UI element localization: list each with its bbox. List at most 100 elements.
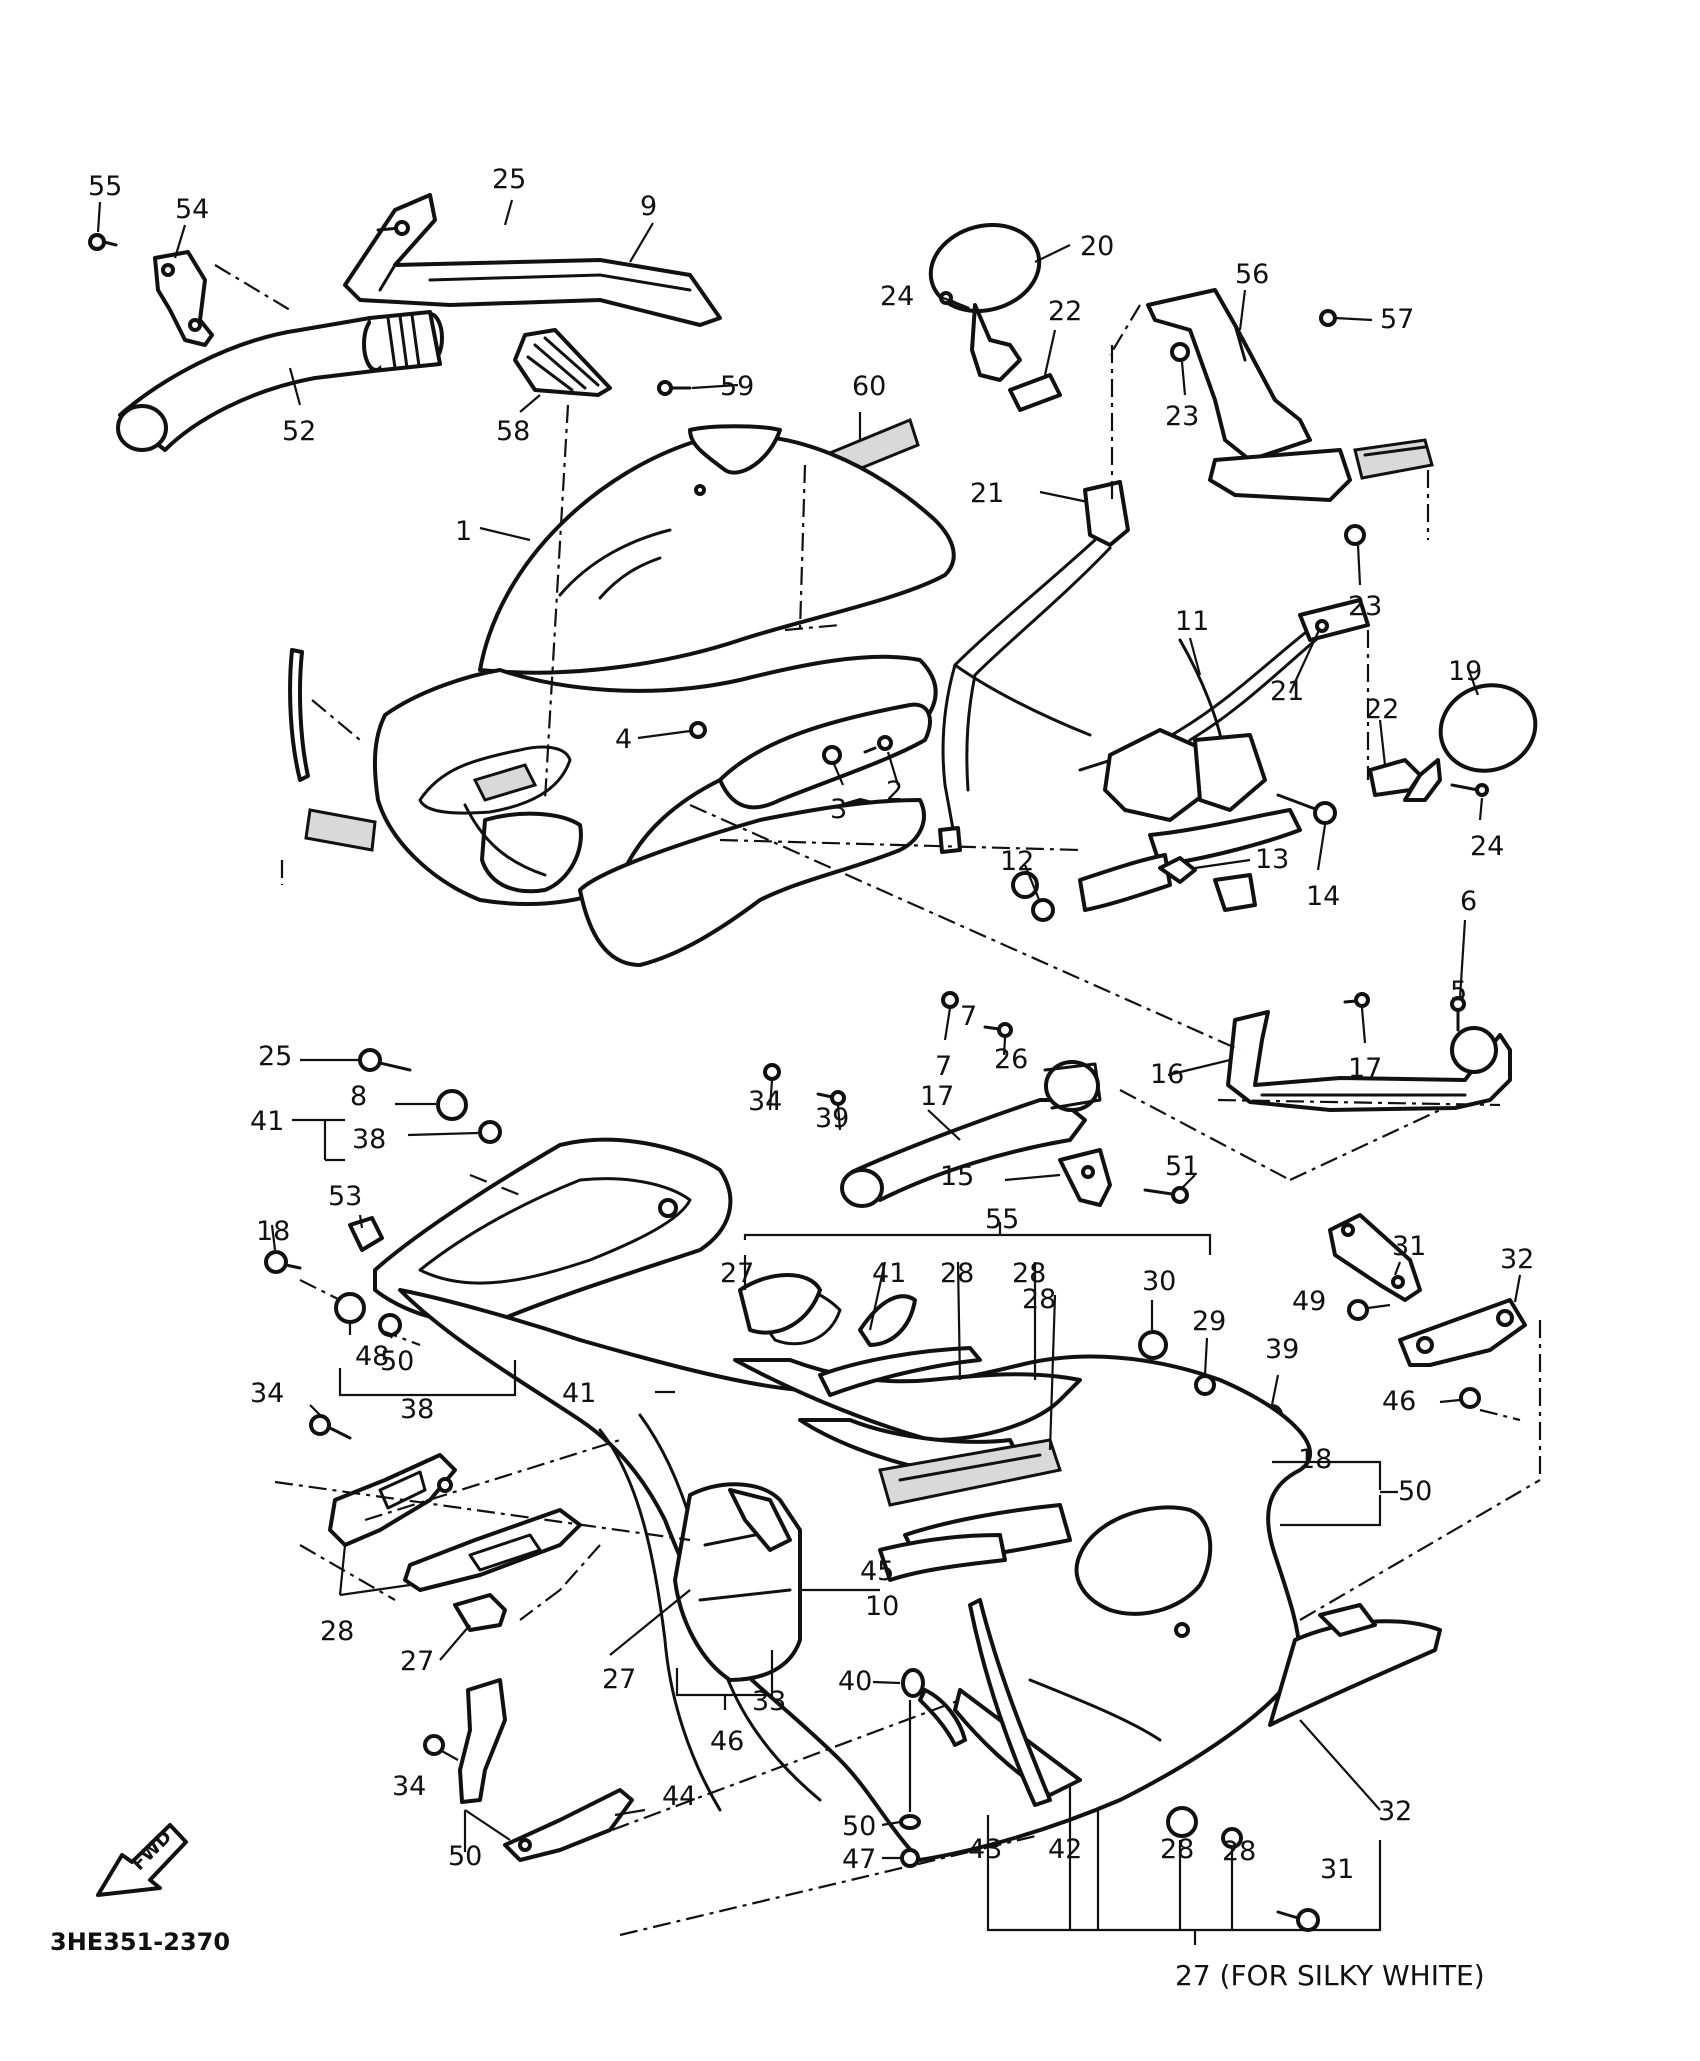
- part-48-bracket: [1398, 1298, 1527, 1367]
- part-52-air-duct: [116, 310, 444, 452]
- part-21-stay: [1083, 480, 1130, 547]
- part-10-bracket: [453, 1593, 507, 1632]
- part-23-grommet: [1170, 342, 1366, 546]
- callout-2: 2: [886, 776, 903, 807]
- part-45-bracket: [328, 1453, 582, 1592]
- callout-50: 50: [842, 1811, 876, 1842]
- callout-32: 32: [1378, 1796, 1412, 1827]
- callout-21: 21: [970, 478, 1004, 509]
- callout-21: 21: [1270, 676, 1304, 707]
- part-19-mirror: [1403, 683, 1538, 802]
- callout-33: 33: [752, 1686, 786, 1717]
- callout-28: 28: [1222, 1836, 1256, 1867]
- part-6-emblem: [304, 808, 377, 852]
- part-25-bolt: [376, 220, 410, 236]
- part-26-bolt: [1450, 996, 1466, 1032]
- callout-41: 41: [562, 1378, 596, 1409]
- callout-40: 40: [838, 1666, 872, 1697]
- callout-14: 14: [1306, 881, 1340, 912]
- callout-16: 16: [1150, 1059, 1184, 1090]
- callout-4: 4: [615, 724, 632, 755]
- callout-27: 27: [720, 1258, 754, 1289]
- part-57-bolt: [1319, 309, 1337, 327]
- document-code: 3HE351-2370: [50, 1928, 230, 1956]
- part-51-air-duct: [840, 1060, 1102, 1208]
- leader-lines: [96, 199, 1522, 1945]
- part-22-bracket: [1008, 373, 1062, 412]
- part-17-washer: [763, 991, 959, 1081]
- part-58-vent-grill: [513, 328, 612, 397]
- callout-50: 50: [448, 1841, 482, 1872]
- callout-39: 39: [815, 1103, 849, 1134]
- callout-7: 7: [935, 1051, 952, 1082]
- callout-55: 55: [985, 1204, 1019, 1235]
- callout-49: 49: [1292, 1286, 1326, 1317]
- part-28-under-cowl: [918, 1598, 1442, 1807]
- part-55-bolt: [88, 233, 118, 251]
- part-56-mirror-stay: [1146, 288, 1434, 502]
- callout-24: 24: [880, 281, 914, 312]
- callout-50: 50: [380, 1346, 414, 1377]
- part-16-screw: [983, 1022, 1013, 1038]
- callout-46: 46: [710, 1726, 744, 1757]
- callout-28: 28: [940, 1258, 974, 1289]
- callout-42: 42: [1048, 1834, 1082, 1865]
- callout-43: 43: [968, 1834, 1002, 1865]
- part-13-nut: [1158, 856, 1197, 884]
- callout-31: 31: [1320, 1854, 1354, 1885]
- callout-32: 32: [1500, 1244, 1534, 1275]
- callout-18: 18: [1298, 1444, 1332, 1475]
- callout-22: 22: [1048, 296, 1082, 327]
- callout-3: 3: [830, 794, 847, 825]
- callout-1: 1: [455, 516, 472, 547]
- part-2-screw: [863, 735, 893, 754]
- part-3-washer: [822, 745, 842, 765]
- callout-23: 23: [1165, 401, 1199, 432]
- part-44-grommet: [901, 1668, 925, 1698]
- callout-46: 46: [1382, 1386, 1416, 1417]
- callout-54: 54: [175, 194, 209, 225]
- callout-13: 13: [1255, 844, 1289, 875]
- part-27-lower-cowl: [398, 1284, 1313, 1862]
- callout-60: 60: [852, 371, 886, 402]
- part-4-grommet: [689, 721, 707, 739]
- callout-56: 56: [1235, 259, 1269, 290]
- part-9-inner-panel: [343, 193, 722, 327]
- callout-51: 51: [1165, 1151, 1199, 1182]
- part-11-stay-frame: [938, 538, 1327, 912]
- callout-10: 10: [865, 1591, 899, 1622]
- callout-58: 58: [496, 416, 530, 447]
- callout-18: 18: [256, 1216, 290, 1247]
- callout-48: 48: [355, 1341, 389, 1372]
- part-47-stay: [458, 1678, 634, 1862]
- part-49-bracket: [1328, 1213, 1422, 1302]
- callout-24: 24: [1470, 831, 1504, 862]
- fwd-arrow-icon: FWD: [96, 1823, 188, 1897]
- part-22-bracket-right: [1368, 758, 1422, 797]
- callout-34: 34: [392, 1771, 426, 1802]
- callout-47: 47: [842, 1844, 876, 1875]
- part-1-windscreen: [478, 424, 956, 675]
- callout-20: 20: [1080, 231, 1114, 262]
- callout-41: 41: [250, 1106, 284, 1137]
- callout-8: 8: [350, 1081, 367, 1112]
- callout-57: 57: [1380, 304, 1414, 335]
- callout-34: 34: [748, 1086, 782, 1117]
- part-21-stay-right: [1298, 598, 1370, 642]
- callout-30: 30: [1142, 1266, 1176, 1297]
- callout-39: 39: [1265, 1334, 1299, 1365]
- part-20-mirror: [928, 223, 1042, 382]
- callout-17: 17: [1348, 1053, 1382, 1084]
- callout-59: 59: [720, 371, 754, 402]
- callout-34: 34: [250, 1378, 284, 1409]
- part-42-bolt: [900, 1848, 920, 1868]
- callout-38: 38: [352, 1124, 386, 1155]
- callout-9: 9: [640, 191, 657, 222]
- callout-28: 28: [1160, 1834, 1194, 1865]
- part-40-inner-bracket: [673, 1482, 802, 1682]
- callout-27: 27: [602, 1664, 636, 1695]
- footer-note: 27 (FOR SILKY WHITE): [1175, 1959, 1485, 1992]
- callout-52: 52: [282, 416, 316, 447]
